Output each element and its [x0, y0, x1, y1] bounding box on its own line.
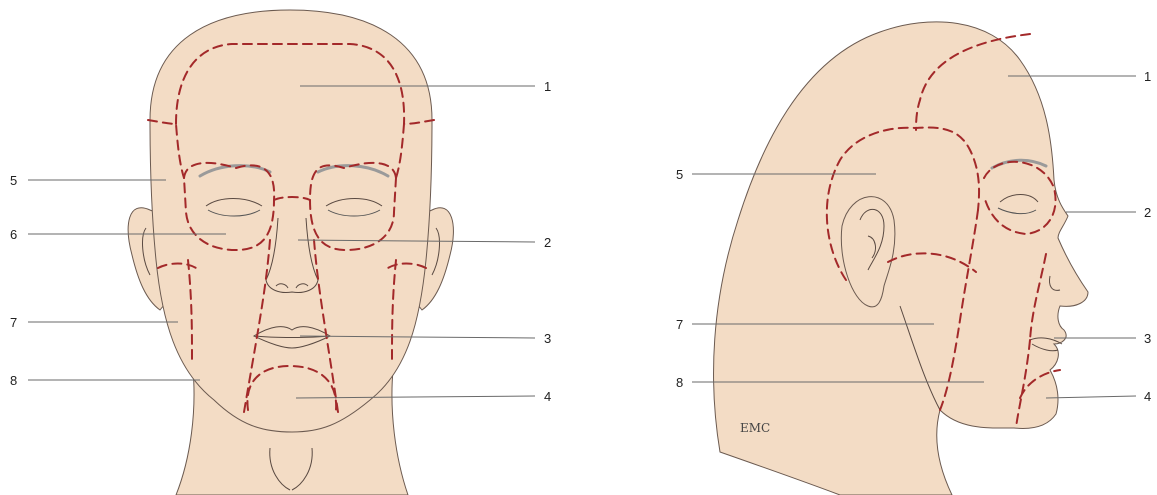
front-label-1: 1 [544, 79, 551, 94]
side-view: 1 2 3 4 5 7 8 EMC [676, 22, 1151, 495]
side-label-5: 5 [676, 167, 683, 182]
front-label-4: 4 [544, 389, 551, 404]
side-label-1: 1 [1144, 69, 1151, 84]
side-label-7: 7 [676, 317, 683, 332]
front-label-8: 8 [10, 373, 17, 388]
front-label-3: 3 [544, 331, 551, 346]
front-label-5: 5 [10, 173, 17, 188]
front-label-6: 6 [10, 227, 17, 242]
emc-watermark: EMC [740, 421, 770, 435]
side-label-4: 4 [1144, 389, 1151, 404]
side-label-2: 2 [1144, 205, 1151, 220]
side-label-3: 3 [1144, 331, 1151, 346]
front-label-2: 2 [544, 235, 551, 250]
side-label-8: 8 [676, 375, 683, 390]
front-head-outline [150, 10, 432, 432]
front-view: 1 2 3 4 5 6 7 8 [10, 10, 551, 495]
front-label-7: 7 [10, 315, 17, 330]
